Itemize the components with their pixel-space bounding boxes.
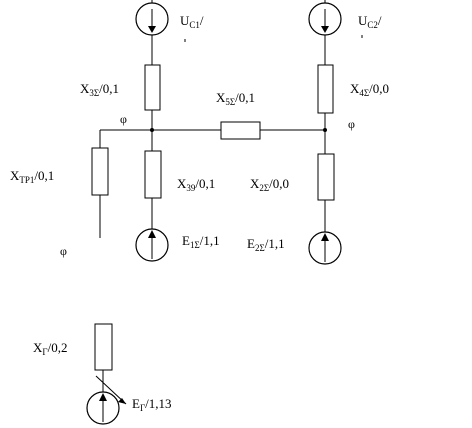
label-eg: EГ/1,13 [132, 396, 172, 413]
phi-right-label: φ [348, 117, 355, 131]
resistor-xg [94, 323, 113, 371]
source-uc2 [308, 0, 342, 65]
phi-left-label: φ [120, 112, 127, 126]
source-e1 [135, 228, 169, 262]
label-e2: E2Σ/1,1 [247, 236, 285, 253]
label-x4: X4Σ/0,0 [350, 81, 389, 98]
resistor-xtp1 [91, 147, 109, 196]
label-x39: X39/0,1 [177, 176, 215, 193]
resistor-x3 [144, 64, 161, 111]
resistor-x2 [317, 153, 335, 201]
source-eg [86, 375, 127, 425]
label-e1: E1Σ/1,1 [182, 233, 220, 250]
source-uc1 [135, 0, 169, 65]
source-e2 [308, 231, 342, 265]
label-x3: X3Σ/0,1 [80, 81, 119, 98]
resistor-x5 [220, 121, 261, 140]
label-xg: XГ/0,2 [33, 340, 67, 357]
label-x5: X5Σ/0,1 [216, 90, 255, 107]
resistor-x39 [144, 150, 162, 199]
label-x2: X2Σ/0,0 [250, 176, 289, 193]
label-xtp1: XTP1/0,1 [10, 168, 54, 185]
phi-tp-label: φ [60, 244, 67, 258]
label-uc1: UC1/ [180, 13, 204, 30]
resistor-x4 [317, 64, 334, 114]
label-uc2: UC2/ [358, 13, 382, 30]
